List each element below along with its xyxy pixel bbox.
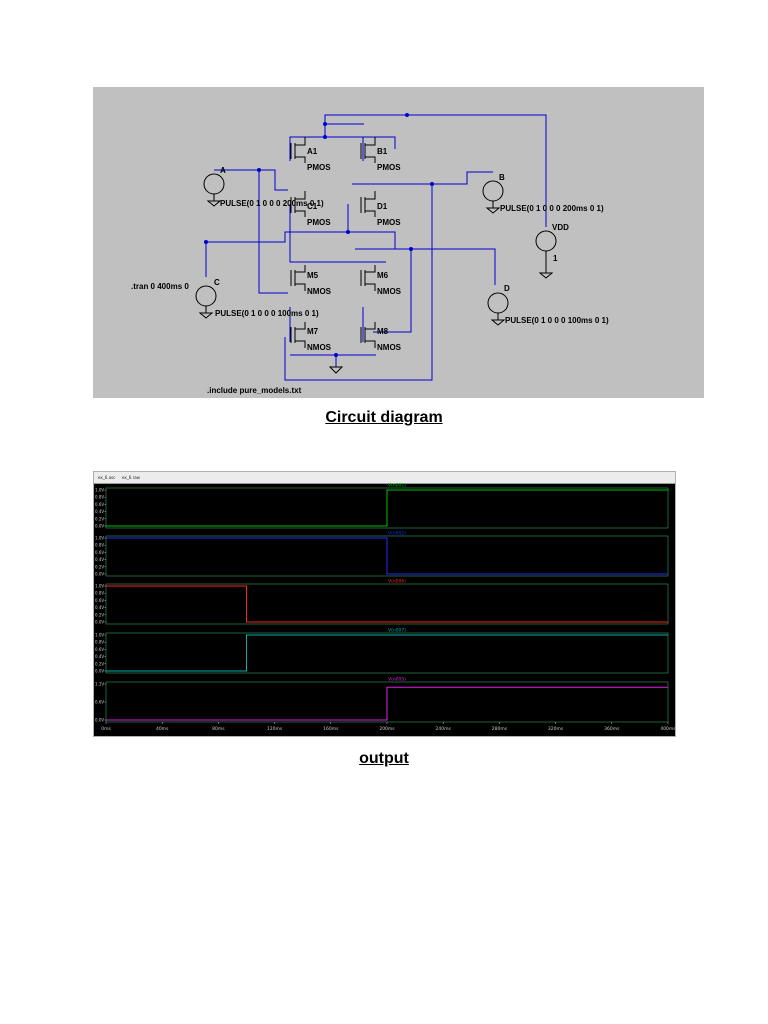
label-m6: M6 xyxy=(377,271,389,280)
transistor-symbols xyxy=(290,137,376,348)
pane-label: V(n005) xyxy=(388,677,406,683)
y-tick-label: 0.8V xyxy=(95,640,104,645)
y-tick-label: 0.2V xyxy=(95,516,104,521)
label-source-c: C xyxy=(214,278,220,287)
y-tick-label: 0.4V xyxy=(95,509,104,514)
y-tick-label: 0.2V xyxy=(95,564,104,569)
waveform-plot: V(n001) 1.0V 0.8V 0.6V 0.4V 0.2V 0.0V V(n002) 1.… xyxy=(95,483,675,733)
y-tick-label: 0.0V xyxy=(95,620,104,625)
pane-label: V(n007) xyxy=(388,628,406,634)
label-pulse-a: PULSE(0 1 0 0 0 200ms 0 1) xyxy=(220,199,324,208)
y-tick-label: 1.0V xyxy=(95,584,104,589)
source-d-icon xyxy=(487,292,509,314)
output-caption: output xyxy=(359,750,409,767)
y-tick-label: 0.6V xyxy=(95,598,104,603)
y-tick-label: 0.2V xyxy=(95,661,104,666)
y-tick-label: 1.0V xyxy=(95,488,104,493)
x-tick-label: 320ms xyxy=(548,726,564,732)
y-tick-label: 0.6V xyxy=(95,550,104,555)
x-tick-label: 80ms xyxy=(212,726,225,732)
label-a1: A1 xyxy=(307,147,318,156)
y-tick-label: 0.6V xyxy=(95,647,104,652)
label-b1: B1 xyxy=(377,147,388,156)
series-line xyxy=(106,489,668,527)
y-tick-label: 1.0V xyxy=(95,633,104,638)
y-tick-label: 0.8V xyxy=(95,591,104,596)
label-m7: M7 xyxy=(307,327,319,336)
x-tick-label: 0ms xyxy=(101,726,111,732)
label-source-a: A xyxy=(220,166,226,175)
label-pulse-b: PULSE(0 1 0 0 0 200ms 0 1) xyxy=(500,204,604,213)
x-tick-label: 120ms xyxy=(267,726,283,732)
y-tick-label: 0.0V xyxy=(95,524,104,529)
series-line xyxy=(106,686,668,721)
source-a-icon xyxy=(203,173,225,195)
x-tick-label: 240ms xyxy=(436,726,452,732)
schematic-canvas: A1 PMOS B1 PMOS C1 PMOS D1 PMOS M5 NMOS … xyxy=(131,113,609,395)
label-source-b: B xyxy=(499,173,505,182)
include-directive: .include pure_models.txt xyxy=(207,386,302,395)
label-m5-type: NMOS xyxy=(307,287,332,296)
y-tick-label: 0.0V xyxy=(95,718,104,723)
y-tick-label: 1.1V xyxy=(95,682,104,687)
source-c-icon xyxy=(195,285,217,307)
x-tick-label: 400ms xyxy=(660,726,675,732)
y-tick-label: 1.0V xyxy=(95,536,104,541)
label-m8-type: NMOS xyxy=(377,343,402,352)
y-tick-label: 0.4V xyxy=(95,605,104,610)
series-line xyxy=(106,634,668,672)
label-source-d: D xyxy=(504,284,510,293)
junctions xyxy=(204,113,434,357)
wires xyxy=(205,114,547,381)
pane-label: V(n006) xyxy=(388,579,406,585)
y-tick-label: 0.0V xyxy=(95,572,104,577)
voltage-sources xyxy=(195,173,557,374)
x-tick-label: 40ms xyxy=(156,726,169,732)
label-m5: M5 xyxy=(307,271,319,280)
label-source-vdd: VDD xyxy=(552,223,569,232)
y-tick-label: 0.4V xyxy=(95,557,104,562)
label-d1-type: PMOS xyxy=(377,218,401,227)
source-b-icon xyxy=(482,180,504,202)
y-tick-label: 0.2V xyxy=(95,612,104,617)
label-a1-type: PMOS xyxy=(307,163,331,172)
pane-label: V(n001) xyxy=(388,483,406,489)
label-c1: C1 xyxy=(307,202,318,211)
label-vdd-value: 1 xyxy=(553,254,558,263)
label-c1-type: PMOS xyxy=(307,218,331,227)
y-tick-label: 0.8V xyxy=(95,543,104,548)
label-d1: D1 xyxy=(377,202,388,211)
label-m6-type: NMOS xyxy=(377,287,402,296)
pane-frame xyxy=(105,583,669,625)
tran-directive: .tran 0 400ms 0 xyxy=(131,282,189,291)
waveform-tab-bar: ex_6.asc ex_6.raw xyxy=(94,472,675,484)
waveform-viewer: ex_6.asc ex_6.raw V(n001) 1.0V 0.8V 0.6V 0.4… xyxy=(93,471,676,737)
label-pulse-d: PULSE(0 1 0 0 0 100ms 0 1) xyxy=(505,316,609,325)
x-tick-label: 160ms xyxy=(323,726,339,732)
x-tick-label: 200ms xyxy=(379,726,395,732)
y-tick-label: 0.6V xyxy=(95,700,104,705)
series-line xyxy=(106,537,668,575)
label-pulse-c: PULSE(0 1 0 0 0 100ms 0 1) xyxy=(215,309,319,318)
pane-label: V(n002) xyxy=(388,531,406,537)
series-line xyxy=(106,585,668,623)
source-vdd-icon xyxy=(535,230,557,252)
y-tick-label: 0.0V xyxy=(95,669,104,674)
label-m7-type: NMOS xyxy=(307,343,332,352)
pane-frame xyxy=(105,535,669,577)
pane-frame xyxy=(105,632,669,674)
y-tick-label: 0.8V xyxy=(95,495,104,500)
label-b1-type: PMOS xyxy=(377,163,401,172)
tab-raw[interactable]: ex_6.raw xyxy=(122,475,140,480)
circuit-caption: Circuit diagram xyxy=(325,409,443,426)
pane-frame xyxy=(105,487,669,529)
x-tick-label: 280ms xyxy=(492,726,508,732)
circuit-schematic: A1 PMOS B1 PMOS C1 PMOS D1 PMOS M5 NMOS … xyxy=(93,87,704,398)
label-m8: M8 xyxy=(377,327,389,336)
tab-schematic[interactable]: ex_6.asc xyxy=(98,475,116,480)
y-tick-label: 0.4V xyxy=(95,654,104,659)
x-tick-label: 360ms xyxy=(604,726,620,732)
y-tick-label: 0.6V xyxy=(95,502,104,507)
